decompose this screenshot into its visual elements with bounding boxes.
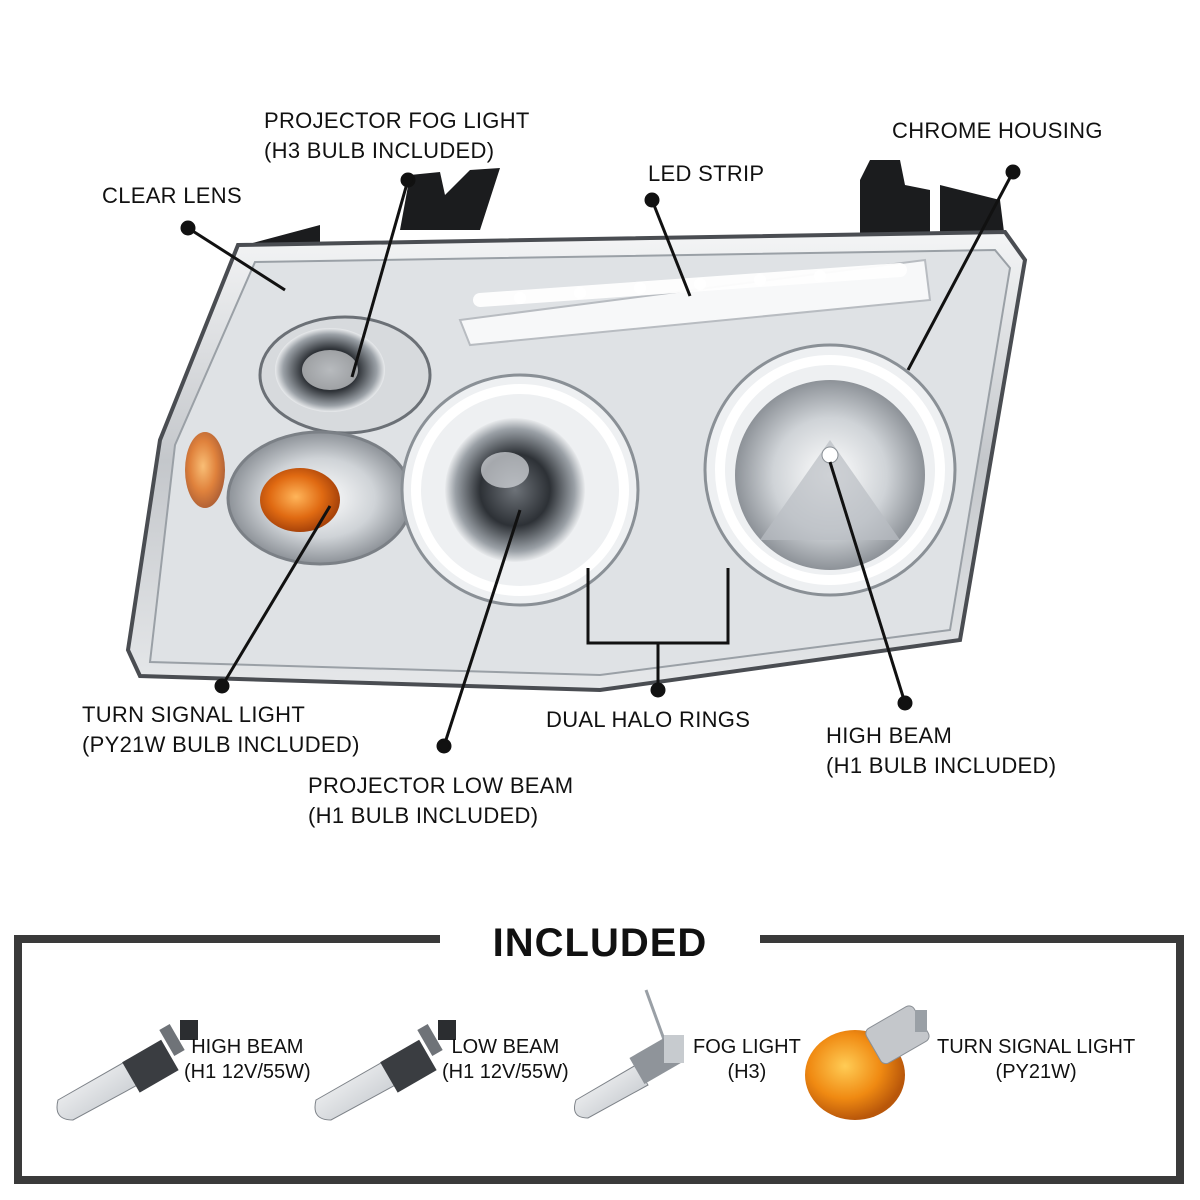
bulb-turn-signal-name: TURN SIGNAL LIGHT [937, 1036, 1136, 1058]
callout-clear-lens: CLEAR LENS [102, 183, 242, 208]
headlight-illustration [125, 160, 1028, 754]
callout-projector-low-title: PROJECTOR LOW BEAM [308, 773, 574, 798]
callout-turn-signal-title: TURN SIGNAL LIGHT [82, 702, 306, 727]
callout-projector-fog-title: PROJECTOR FOG LIGHT [264, 108, 530, 133]
callout-projector-low: PROJECTOR LOW BEAM (H1 BULB INCLUDED) [308, 771, 573, 831]
callout-high-beam-note: (H1 BULB INCLUDED) [826, 753, 1057, 778]
bulb-fog-light-spec: (H3) [727, 1061, 767, 1083]
callout-high-beam-title: HIGH BEAM [826, 723, 953, 748]
bulb-fog-light-name: FOG LIGHT [693, 1036, 801, 1058]
callout-dual-halo: DUAL HALO RINGS [546, 707, 751, 732]
h1-bulb-icon [56, 1020, 198, 1121]
high-beam-reflector [703, 343, 957, 597]
bulb-label-low-beam: LOW BEAM (H1 12V/55W) [442, 1035, 569, 1085]
fog-projector [258, 315, 432, 435]
turn-signal-reflector [185, 430, 414, 566]
bulb-low-beam-spec: (H1 12V/55W) [442, 1061, 569, 1083]
callout-projector-low-note: (H1 BULB INCLUDED) [308, 803, 539, 828]
callout-led-strip: LED STRIP [648, 161, 765, 186]
bulb-label-high-beam: HIGH BEAM (H1 12V/55W) [184, 1035, 311, 1085]
bulb-low-beam-name: LOW BEAM [451, 1036, 560, 1058]
bulb-turn-signal-spec: (PY21W) [995, 1061, 1077, 1083]
bulb-high-beam-spec: (H1 12V/55W) [184, 1061, 311, 1083]
included-title: INCLUDED [440, 918, 760, 968]
callout-projector-fog: PROJECTOR FOG LIGHT (H3 BULB INCLUDED) [264, 106, 530, 166]
bulb-label-fog-light: FOG LIGHT (H3) [693, 1035, 801, 1085]
bulb-label-turn-signal: TURN SIGNAL LIGHT (PY21W) [937, 1035, 1135, 1085]
bulb-high-beam-name: HIGH BEAM [191, 1036, 304, 1058]
h1-bulb-icon [314, 1020, 456, 1121]
led-strip [458, 258, 932, 347]
amber-bulb-icon [805, 1005, 930, 1120]
callout-turn-signal: TURN SIGNAL LIGHT (PY21W BULB INCLUDED) [82, 700, 360, 760]
leader-lines [180, 164, 1021, 754]
callout-projector-fog-note: (H3 BULB INCLUDED) [264, 138, 495, 163]
callout-high-beam: HIGH BEAM (H1 BULB INCLUDED) [826, 721, 1056, 781]
callout-turn-signal-note: (PY21W BULB INCLUDED) [82, 732, 360, 757]
callout-chrome-housing: CHROME HOUSING [892, 118, 1103, 143]
low-beam-projector [400, 373, 640, 607]
h3-bulb-icon [574, 989, 684, 1119]
